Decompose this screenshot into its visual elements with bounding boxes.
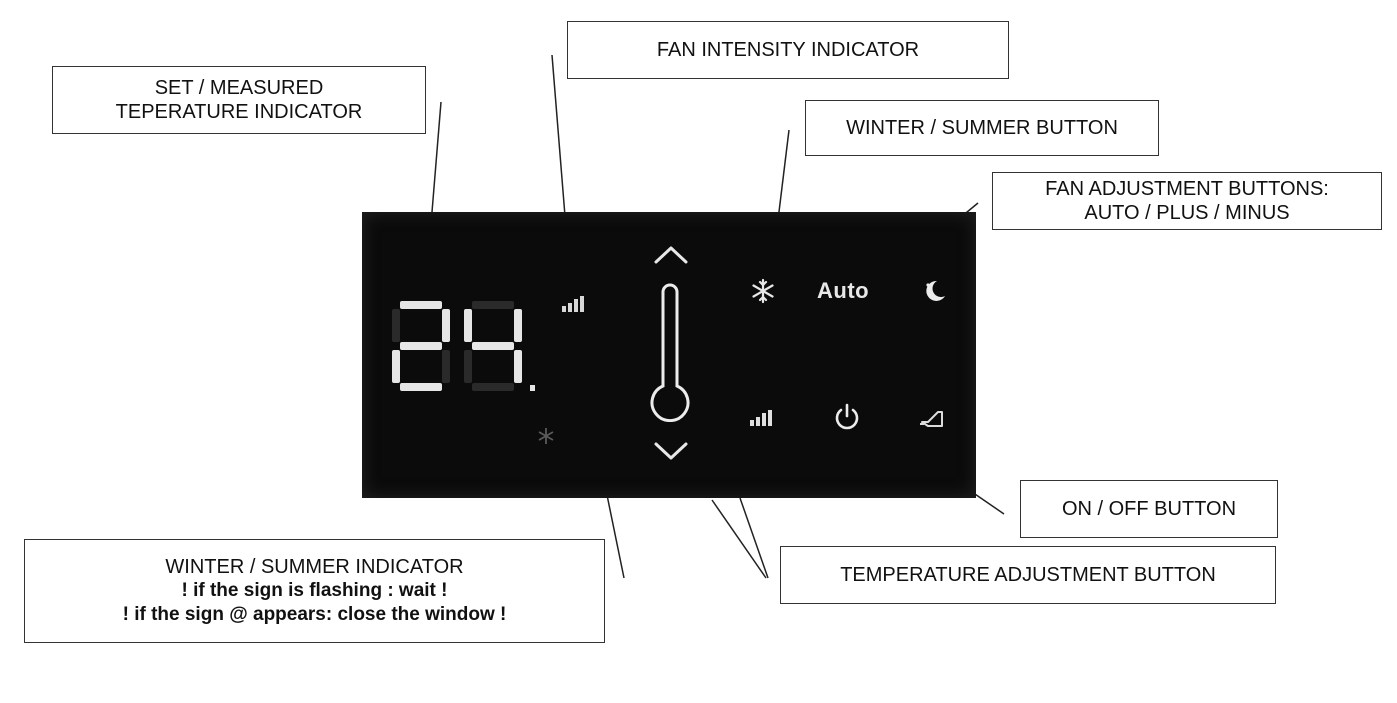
decimal-point (530, 385, 535, 391)
callout-winter-summer-indicator: WINTER / SUMMER INDICATOR ! if the sign … (24, 539, 605, 643)
fan-minus-icon[interactable] (918, 406, 948, 430)
digit-segment (392, 309, 400, 342)
fan-intensity-indicator-icon (562, 296, 584, 312)
digit-segment (472, 342, 514, 350)
digit-segment (400, 342, 442, 350)
winter-summer-indicator-icon (538, 428, 554, 444)
digit-segment (392, 350, 400, 383)
digit-segment (514, 309, 522, 342)
auto-button[interactable]: Auto (817, 278, 870, 303)
digit-segment (514, 350, 522, 383)
power-icon[interactable] (832, 402, 862, 432)
chevron-down-icon[interactable] (652, 440, 690, 464)
temperature-value (392, 301, 535, 391)
callout-line: ! if the sign @ appears: close the windo… (122, 604, 507, 625)
callout-line: WINTER / SUMMER BUTTON (846, 117, 1118, 139)
callout-line: TEMPERATURE ADJUSTMENT BUTTON (840, 564, 1216, 586)
signal-bars-icon[interactable] (748, 408, 774, 428)
digit-segment (464, 350, 472, 383)
digit-segment (472, 383, 514, 391)
thermometer-icon[interactable] (647, 282, 693, 422)
callout-fan-adjustment-buttons: FAN ADJUSTMENT BUTTONS: AUTO / PLUS / MI… (992, 172, 1382, 230)
callout-temperature-adjustment-button: TEMPERATURE ADJUSTMENT BUTTON (780, 546, 1276, 604)
digit-segment (400, 301, 442, 309)
digit-segment (442, 309, 450, 342)
chevron-up-icon[interactable] (652, 242, 690, 266)
callout-line: FAN ADJUSTMENT BUTTONS: (1045, 178, 1329, 200)
digit-segment (442, 350, 450, 383)
temperature-display (392, 301, 535, 391)
digit-segment (472, 301, 514, 309)
thermostat-panel: Auto (362, 212, 976, 498)
moon-icon[interactable] (922, 278, 948, 304)
callout-line: FAN INTENSITY INDICATOR (656, 39, 920, 61)
callout-set-measured-temperature: SET / MEASURED TEPERATURE INDICATOR (52, 66, 426, 134)
callout-line: SET / MEASURED (154, 77, 324, 99)
digit-segment (400, 383, 442, 391)
snowflake-icon[interactable] (750, 278, 776, 304)
callout-line: TEPERATURE INDICATOR (115, 101, 363, 123)
callout-line: WINTER / SUMMER INDICATOR (165, 556, 464, 578)
callout-line: AUTO / PLUS / MINUS (1084, 202, 1290, 224)
callout-line: ! if the sign is flashing : wait ! (181, 580, 448, 601)
callout-winter-summer-button: WINTER / SUMMER BUTTON (805, 100, 1159, 156)
callout-fan-intensity-indicator: FAN INTENSITY INDICATOR (567, 21, 1009, 79)
callout-on-off-button: ON / OFF BUTTON (1020, 480, 1278, 538)
digit-segment (464, 309, 472, 342)
callout-line: ON / OFF BUTTON (1061, 498, 1237, 520)
